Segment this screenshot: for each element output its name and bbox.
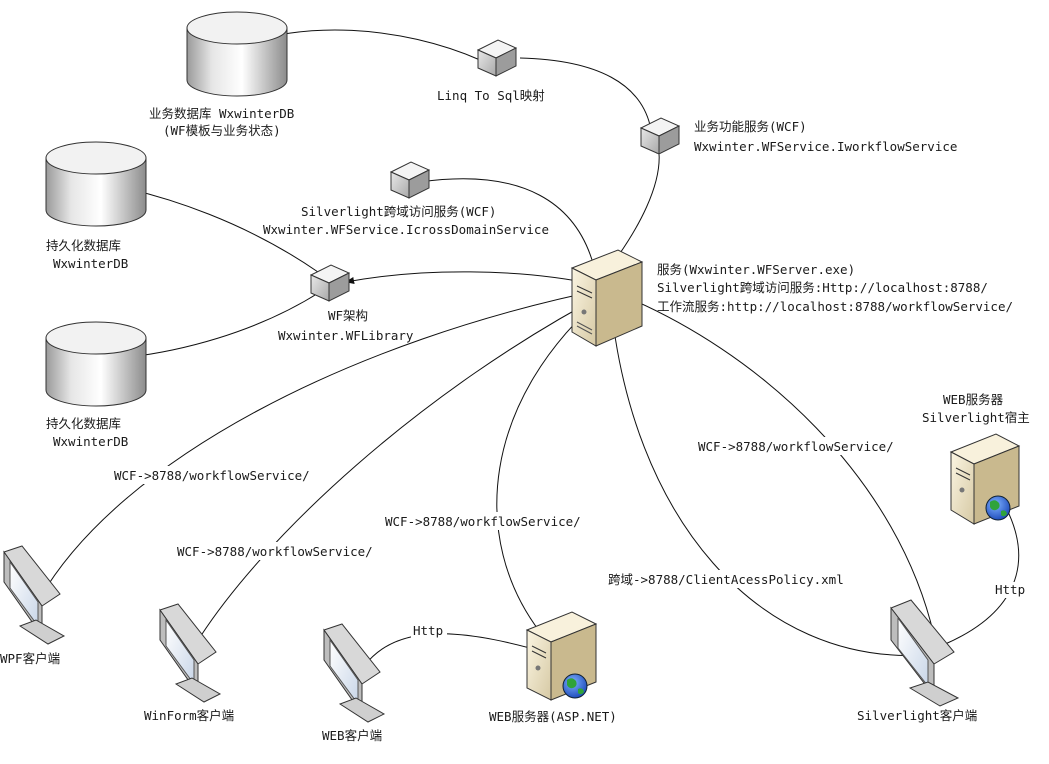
web-client-label: WEB客户端 <box>322 728 382 743</box>
monitor-icon <box>3 545 66 645</box>
web-server-asp-label: WEB服务器(ASP.NET) <box>489 709 617 724</box>
wf-library-label-1: WF架构 <box>328 308 368 323</box>
web-server-silverlight: WEB服务器 Silverlight宿主 <box>922 392 1030 525</box>
persist-db-1-label-1: 持久化数据库 <box>46 238 121 253</box>
cross-domain-component: Silverlight跨域访问服务(WCF) Wxwinter.WFServic… <box>263 161 549 237</box>
server-icon <box>570 249 644 347</box>
winform-client: WinForm客户端 <box>144 603 234 723</box>
business-db: 业务数据库 WxwinterDB (WF模板与业务状态) <box>149 11 294 138</box>
component-cube-icon <box>309 264 351 302</box>
business-db-label-1: 业务数据库 WxwinterDB <box>149 106 294 121</box>
wpf-client-label: WPF客户端 <box>0 651 60 666</box>
cross-domain-label-1: Silverlight跨域访问服务(WCF) <box>301 204 496 219</box>
edge-label-winform: WCF->8788/workflowService/ <box>177 544 373 559</box>
business-db-label-2: (WF模板与业务状态) <box>163 123 281 138</box>
component-cube-icon <box>389 161 431 199</box>
edge-sl-wcf-to-server <box>613 291 936 641</box>
web-client: WEB客户端 <box>322 623 386 743</box>
edge-label-sl-wcf: WCF->8788/workflowService/ <box>698 439 894 454</box>
persist-db-2-label-2: WxwinterDB <box>53 434 128 449</box>
edge-label-sl-cross: 跨域->8788/ClientAcessPolicy.xml <box>608 572 844 587</box>
monitor-icon <box>159 603 222 703</box>
linq-component: Linq To Sql映射 <box>437 39 545 103</box>
globe-icon <box>562 673 588 699</box>
biz-service-label-1: 业务功能服务(WCF) <box>694 119 807 134</box>
edge-label-sl-http: Http <box>995 582 1025 597</box>
persist-db-2-label-1: 持久化数据库 <box>46 416 121 431</box>
wf-library-component: WF架构 Wxwinter.WFLibrary <box>278 264 414 343</box>
persist-db-1: 持久化数据库 WxwinterDB <box>45 141 147 271</box>
wpf-client: WPF客户端 <box>0 545 66 666</box>
component-cube-icon <box>639 117 681 155</box>
server-label-1: 服务(Wxwinter.WFServer.exe) <box>657 262 855 277</box>
monitor-icon <box>323 623 386 723</box>
winform-client-label: WinForm客户端 <box>144 708 234 723</box>
database-icon <box>45 141 147 227</box>
silverlight-client-label: Silverlight客户端 <box>857 708 977 723</box>
persist-db-1-label-2: WxwinterDB <box>53 256 128 271</box>
edge-label-asp: WCF->8788/workflowService/ <box>385 514 581 529</box>
persist-db-2: 持久化数据库 WxwinterDB <box>45 321 147 449</box>
biz-service-label-2: Wxwinter.WFService.IworkflowService <box>694 139 957 154</box>
edge-winform-to-server <box>194 289 613 646</box>
silverlight-client: Silverlight客户端 <box>857 599 977 723</box>
database-icon <box>186 11 288 97</box>
web-server-aspnet: WEB服务器(ASP.NET) <box>489 611 617 724</box>
monitor-icon <box>890 599 960 707</box>
component-cube-icon <box>476 39 518 77</box>
main-server: 服务(Wxwinter.WFServer.exe) Silverlight跨域访… <box>570 249 1013 347</box>
database-icon <box>45 321 147 407</box>
server-label-2: Silverlight跨域访问服务:Http://localhost:8788/ <box>657 280 988 295</box>
edge-biz-service-to-linq <box>519 57 651 126</box>
web-server-sl-label-1: WEB服务器 <box>943 392 1004 407</box>
edge-wpf-to-server <box>39 286 611 599</box>
edge-sl-cross-to-server <box>607 294 926 656</box>
server-label-3: 工作流服务:http://localhost:8788/workflowServ… <box>657 299 1013 314</box>
cross-domain-label-2: Wxwinter.WFService.IcrossDomainService <box>263 222 549 237</box>
edge-labels: WCF->8788/workflowService/ WCF->8788/wor… <box>112 437 1029 639</box>
globe-icon <box>985 495 1011 521</box>
biz-service-component: 业务功能服务(WCF) Wxwinter.WFService.Iworkflow… <box>639 117 957 155</box>
edge-asp-to-server <box>496 291 609 633</box>
edge-label-wpf: WCF->8788/workflowService/ <box>114 468 310 483</box>
linq-label: Linq To Sql映射 <box>437 88 545 103</box>
edge-server-to-cross-domain <box>419 177 597 276</box>
edge-server-to-wf-library <box>345 271 599 286</box>
wf-library-label-2: Wxwinter.WFLibrary <box>278 328 414 343</box>
web-server-sl-label-2: Silverlight宿主 <box>922 410 1030 425</box>
edge-label-web-http: Http <box>413 623 443 638</box>
